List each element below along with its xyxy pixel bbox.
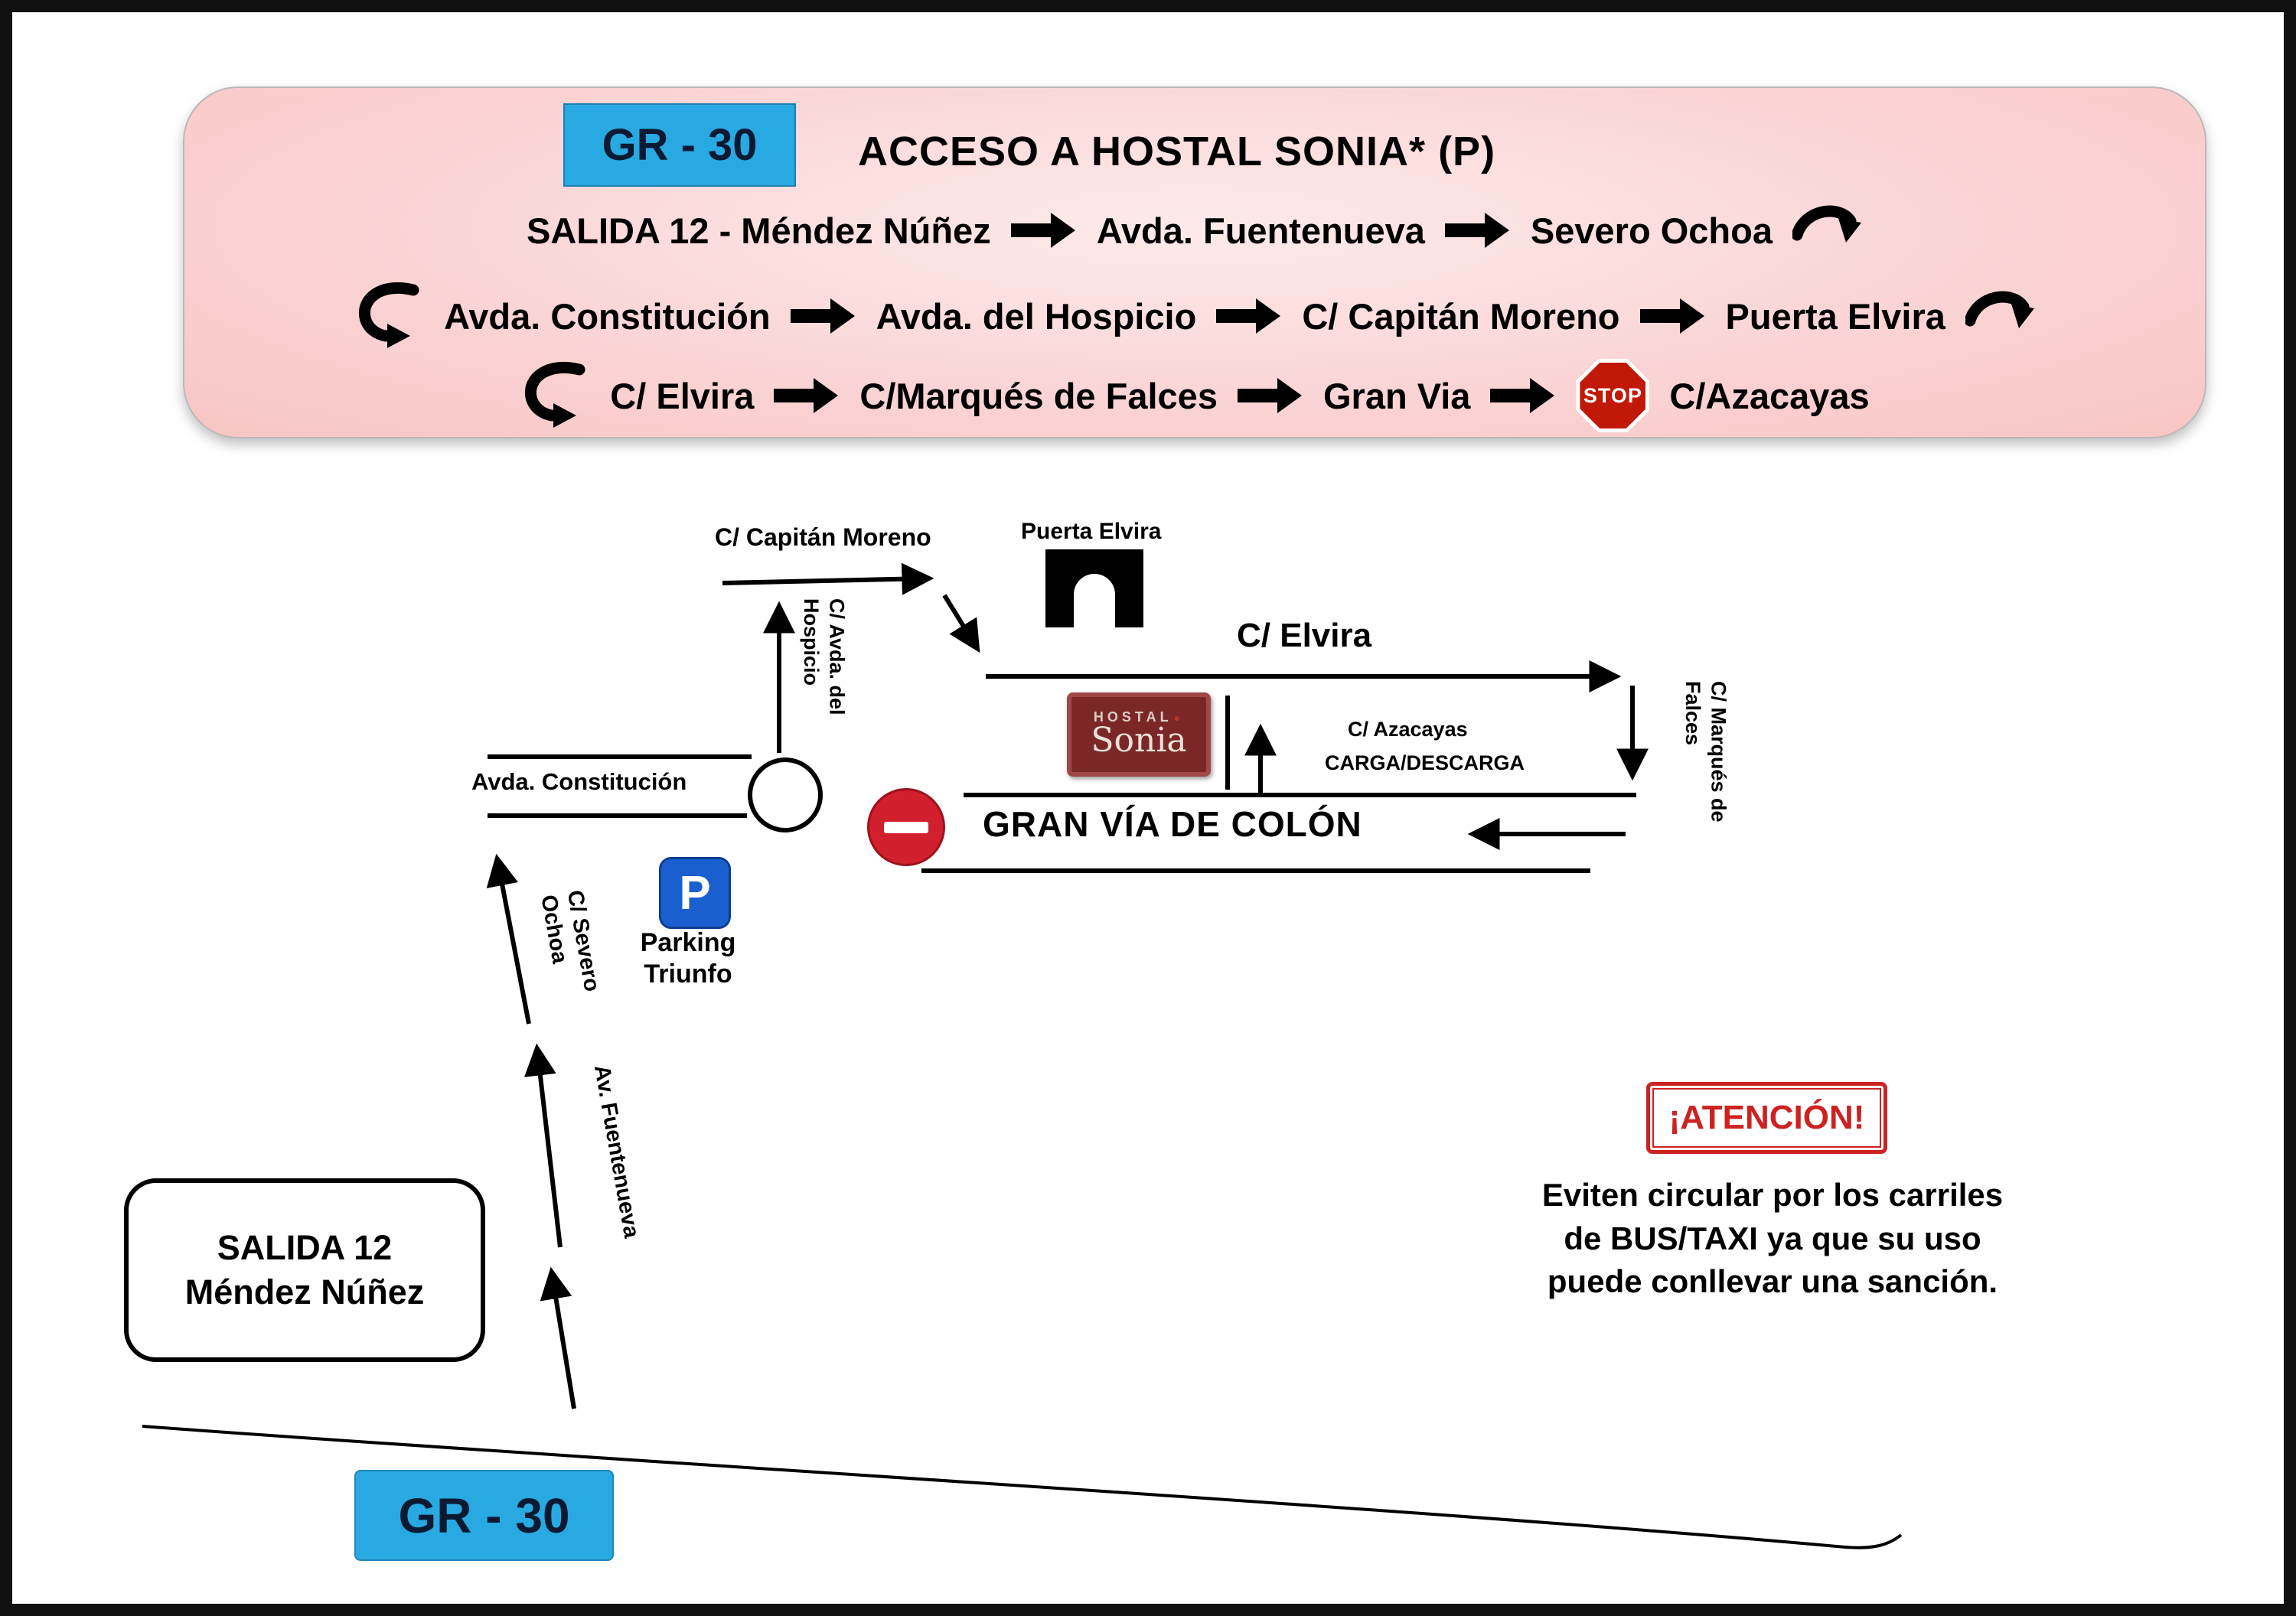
route-step: Puerta Elvira: [1725, 295, 1945, 337]
street-label-gran-via: GRAN VÍA DE COLÓN: [983, 804, 1362, 844]
street-label-elvira: C/ Elvira: [1237, 617, 1372, 654]
route-step: Avda. del Hospicio: [876, 295, 1197, 337]
route-row-2: Avda. Constitución Avda. del Hospicio C/…: [207, 281, 2182, 351]
arrow-right-icon: [1490, 389, 1531, 402]
route-diagonal-arrow-2: [524, 1043, 563, 1248]
hostal-logo-top-text: HOSTAL: [1094, 709, 1184, 725]
attention-title-box: ¡ATENCIÓN!: [1646, 1082, 1887, 1154]
route-diagonal-arrow-1: [540, 1266, 576, 1409]
route-step: Severo Ochoa: [1530, 210, 1773, 251]
hostal-logo-name: Sonia: [1091, 721, 1187, 760]
route-step: C/Azacayas: [1669, 375, 1870, 416]
arrow-right-icon: [774, 389, 814, 402]
arrow-right-icon: [1237, 389, 1277, 402]
street-label-hospicio: C/ Avda. del Hospicio: [799, 598, 849, 715]
route-row-3: C/ Elvira C/Marqués de Falces Gran Via S…: [207, 359, 2182, 432]
roundabout: [748, 758, 823, 832]
arrow-right-icon: [1216, 309, 1257, 323]
route-header-panel: GR - 30 ACCESO A HOSTAL SONIA* (P) SALID…: [183, 86, 2206, 438]
street-label-capitan-moreno: C/ Capitán Moreno: [715, 523, 931, 551]
route-step: SALIDA 12 - Méndez Núñez: [526, 210, 991, 251]
curve-wrap-arrow-icon: [359, 282, 419, 348]
puerta-elvira-gate-icon: [1045, 549, 1143, 627]
attention-body-text: Eviten circular por los carriles de BUS/…: [1541, 1177, 2004, 1300]
arrow-right-icon: [1010, 223, 1051, 237]
street-capitan-moreno-arrow: [722, 562, 934, 595]
highway-curve: [142, 1425, 1903, 1549]
arrow-right-icon: [790, 309, 830, 323]
gr30-bottom-badge: GR - 30: [354, 1470, 614, 1561]
arrow-right-icon: [1444, 223, 1485, 237]
curve-wrap-arrow-icon: [525, 361, 585, 428]
street-label-constitucion: Avda. Constitución: [471, 768, 687, 795]
curve-wrap-arrow-icon: [1792, 205, 1861, 243]
street-label-marques-falces: C/ Marqués de Falces: [1681, 681, 1730, 823]
route-row-1: SALIDA 12 - Méndez Núñez Avda. Fuentenue…: [207, 201, 2182, 259]
parking-label: Parking Triunfo: [640, 928, 736, 989]
loading-zone-label: CARGA/DESCARGA: [1325, 751, 1525, 774]
route-step: C/ Capitán Moreno: [1302, 295, 1620, 337]
no-entry-sign-icon: [867, 788, 945, 866]
page-title: ACCESO A HOSTAL SONIA* (P): [858, 129, 1496, 174]
stop-sign-icon: STOP: [1576, 359, 1650, 432]
street-lines: [142, 562, 1903, 1549]
street-label-azacayas: C/ Azacayas: [1348, 718, 1468, 741]
route-diagonal-arrow-3: [486, 853, 531, 1025]
curve-wrap-arrow-icon: [1965, 291, 2034, 328]
map-roads-svg: [142, 562, 1903, 1549]
connector-to-elvira-arrow: [942, 594, 980, 653]
hostal-sonia-logo: HOSTAL Sonia: [1067, 692, 1211, 777]
gr30-badge: GR - 30: [563, 103, 796, 187]
landmark-label-puerta-elvira: Puerta Elvira: [1021, 519, 1162, 544]
salida-12-box: SALIDA 12 Méndez Núñez: [124, 1178, 485, 1362]
route-step: C/ Elvira: [610, 375, 755, 416]
arrow-right-icon: [1639, 309, 1680, 323]
route-step: C/Marqués de Falces: [859, 375, 1218, 416]
route-step: Avda. Constitución: [444, 295, 771, 337]
parking-icon: P: [659, 857, 731, 929]
route-step: Gran Via: [1322, 375, 1471, 416]
route-step: Avda. Fuentenueva: [1096, 210, 1425, 251]
